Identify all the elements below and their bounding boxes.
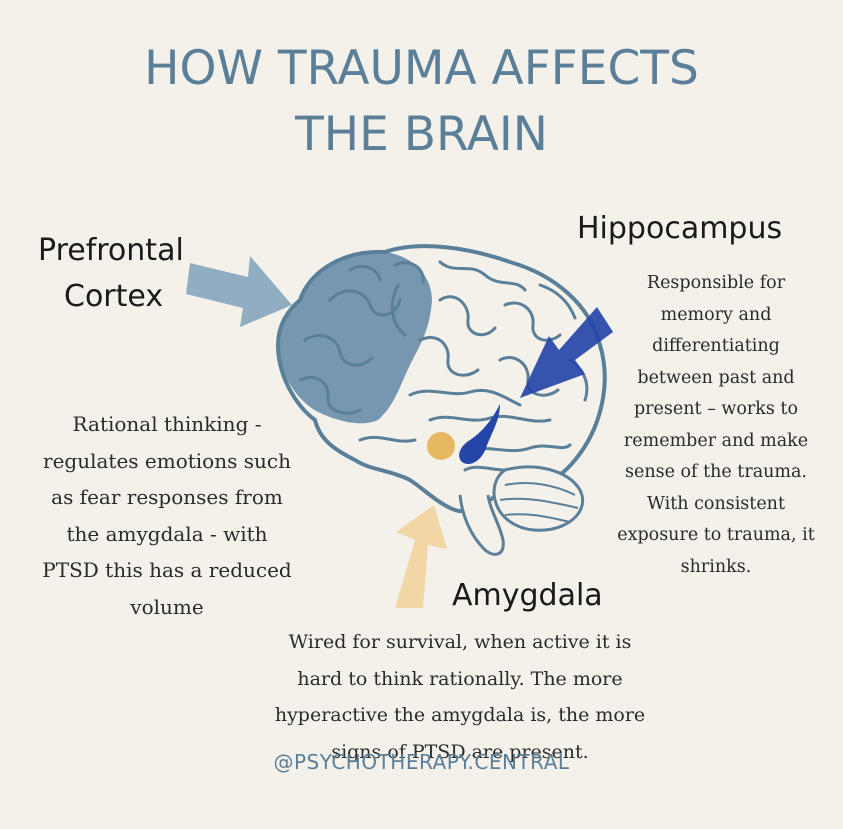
- page-title: HOW TRAUMA AFFECTS THE BRAIN: [0, 36, 843, 168]
- title-line-2: THE BRAIN: [295, 107, 548, 162]
- amygdala-desc-line: signs of PTSD are present.: [331, 740, 589, 763]
- footer-handle: @PSYCHOTHERAPY.CENTRAL: [273, 750, 570, 774]
- hippocampus-desc-line: shrinks.: [680, 556, 752, 577]
- hippocampus-arrow: [520, 307, 613, 398]
- hippocampus-desc-line: differentiating: [652, 336, 780, 356]
- amygdala-desc-line: Wired for survival, when active it is: [288, 631, 632, 653]
- hippocampus-label: Hippocampus: [577, 206, 782, 252]
- hippocampus-desc-line: between past and: [637, 367, 795, 388]
- prefrontal-desc-line: regulates emotions such: [43, 448, 291, 473]
- prefrontal-label-line-2: Cortex: [64, 279, 164, 314]
- amygdala-label-text: Amygdala: [452, 578, 603, 613]
- prefrontal-label: Prefrontal Cortex: [38, 228, 184, 320]
- amygdala-description: Wired for survival, when active it is ha…: [260, 624, 660, 770]
- prefrontal-desc-line: volume: [130, 594, 204, 619]
- prefrontal-description: Rational thinking - regulates emotions s…: [22, 406, 312, 625]
- prefrontal-desc-line: PTSD this has a reduced: [42, 558, 292, 582]
- hippocampus-desc-line: Responsible for: [646, 273, 786, 293]
- prefrontal-region: [278, 251, 432, 424]
- hippocampus-desc-line: present – works to: [633, 399, 799, 419]
- prefrontal-desc-line: the amygdala - with: [66, 521, 268, 546]
- amygdala-desc-line: hard to think rationally. The more: [297, 667, 623, 690]
- hippocampus-label-text: Hippocampus: [577, 211, 783, 246]
- prefrontal-desc-line: Rational thinking -: [72, 412, 262, 436]
- hippocampus-desc-line: remember and make: [623, 430, 809, 451]
- prefrontal-label-line-1: Prefrontal: [38, 233, 184, 268]
- amygdala-label: Amygdala: [452, 573, 603, 619]
- prefrontal-arrow: [186, 256, 292, 327]
- amygdala-desc-line: hyperactive the amygdala is, the more: [274, 704, 646, 726]
- hippocampus-shape: [459, 404, 500, 465]
- brain-stem: [458, 494, 505, 556]
- prefrontal-desc-line: as fear responses from: [51, 485, 283, 509]
- hippocampus-desc-line: memory and: [660, 304, 772, 325]
- hippocampus-desc-line: With consistent: [646, 493, 785, 514]
- hippocampus-description: Responsible for memory and differentiati…: [608, 268, 824, 583]
- title-line-1: HOW TRAUMA AFFECTS: [144, 41, 699, 96]
- hippocampus-desc-line: sense of the trauma.: [625, 462, 807, 482]
- amygdala-arrow: [395, 505, 447, 608]
- amygdala-dot: [427, 432, 455, 460]
- hippocampus-desc-line: exposure to trauma, it: [617, 525, 815, 545]
- brain-folds: [298, 260, 589, 472]
